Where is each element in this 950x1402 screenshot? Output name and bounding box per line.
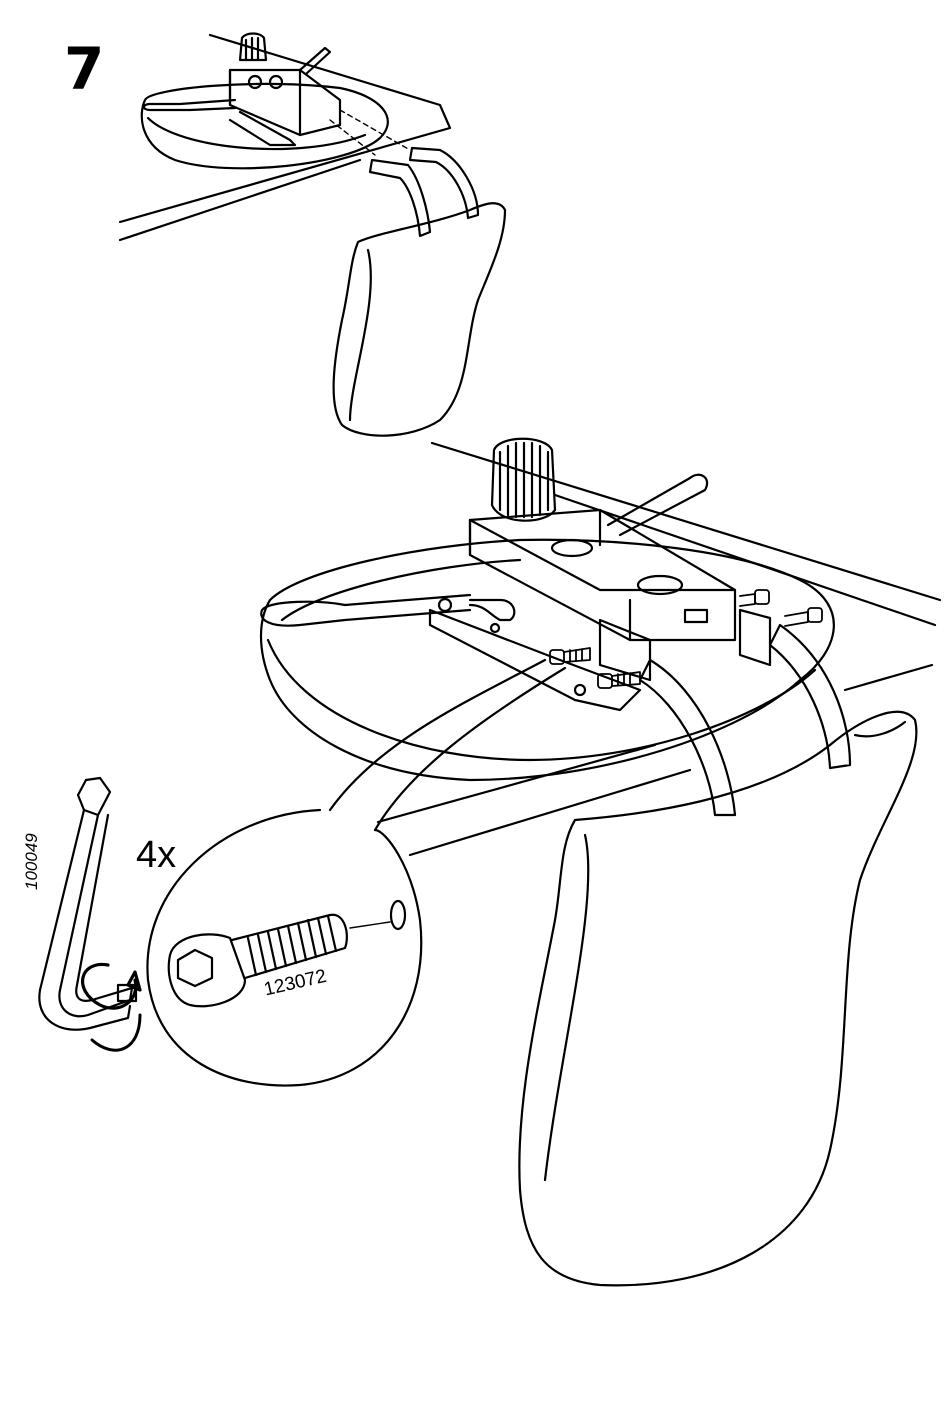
main-strap-right — [770, 625, 850, 768]
rotation-arrow-icon — [83, 964, 140, 1008]
overview-strap-right — [410, 148, 478, 218]
allen-key-part-number: 100049 — [22, 833, 42, 890]
magnified-detail-circle — [147, 810, 421, 1086]
main-seat-shell — [261, 540, 834, 780]
callout-leader — [330, 660, 545, 810]
main-backrest — [519, 712, 916, 1286]
main-strap-left — [640, 660, 735, 815]
step-number: 7 — [64, 40, 104, 98]
main-bracket-plate — [430, 610, 640, 710]
overview-mechanism — [230, 70, 340, 135]
overview-drawing — [120, 34, 505, 436]
overview-backrest — [334, 203, 505, 435]
allen-key — [39, 778, 140, 1050]
quantity-label: 4x — [136, 834, 176, 877]
